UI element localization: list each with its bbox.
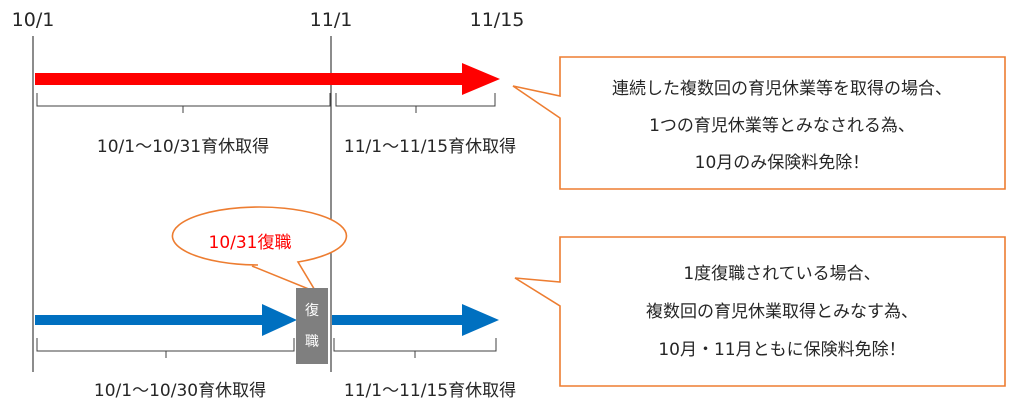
case1-span2-brace (335, 93, 496, 113)
case1-span1-label: 10/1〜10/31育休取得 (97, 137, 269, 157)
second-leave-arrow (332, 304, 499, 336)
continuous-leave-arrow (35, 63, 500, 95)
case2-callout-line3: 10月・11月ともに保険料免除！ (658, 340, 905, 360)
case2-callout-line1: 1度復職されている場合、 (683, 264, 880, 284)
date-label-end: 11/15 (470, 9, 525, 31)
return-to-work-block (296, 288, 328, 364)
case1-callout-line2: 1つの育児休業等とみなされる為、 (649, 116, 915, 136)
case2-span2-brace (333, 338, 497, 358)
case1-callout-line3: 10月のみ保険料免除！ (695, 153, 870, 173)
case1-span2-label: 11/1〜11/15育休取得 (344, 137, 516, 157)
case2-callout-box (514, 236, 1006, 387)
date-label-start: 10/1 (12, 9, 55, 31)
case1-span1-brace (36, 93, 331, 113)
case1-callout-box (512, 56, 1006, 190)
case2-span1-label: 10/1〜10/30育休取得 (94, 381, 266, 401)
return-block-char1: 復 (305, 302, 319, 319)
case2-callout-line2: 複数回の育児休業取得とみなす為、 (646, 302, 918, 322)
date-label-mid: 11/1 (310, 9, 353, 31)
first-leave-arrow (35, 304, 297, 336)
return-block-char2: 職 (305, 334, 319, 350)
case1-callout-line1: 連続した複数回の育児休業等を取得の場合、 (612, 79, 952, 99)
case2-span1-brace (36, 338, 295, 358)
return-date-bubble-label: 10/31復職 (209, 233, 292, 253)
return-date-bubble (171, 206, 348, 294)
case2-span2-label: 11/1〜11/15育休取得 (344, 381, 516, 401)
